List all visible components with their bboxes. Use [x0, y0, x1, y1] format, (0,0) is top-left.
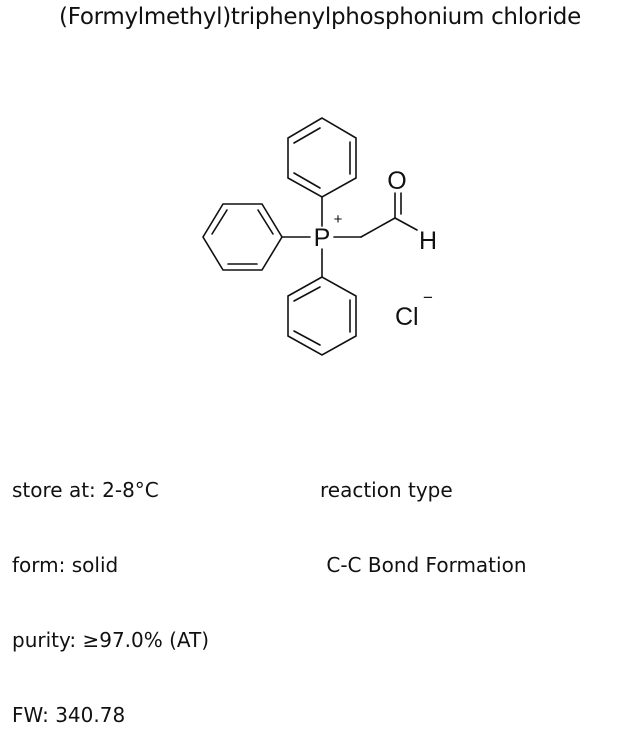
atom-oxygen: O: [387, 167, 406, 195]
properties-list: store at: 2-8°C form: solid purity: ≥97.…: [12, 428, 209, 753]
storage-temperature: store at: 2-8°C: [12, 478, 159, 502]
top-phenyl-ring: [287, 117, 357, 198]
formula-weight: FW: 340.78: [12, 703, 126, 727]
atom-chloride: Cl: [395, 303, 419, 331]
reaction-type-value: C-C Bond Formation: [320, 553, 527, 577]
reaction-info: reaction type C-C Bond Formation: [320, 428, 527, 603]
chloride-charge: −: [423, 288, 433, 307]
bond-c-h: [394, 217, 418, 231]
compound-title: (Formylmethyl)triphenylphosphonium chlor…: [59, 4, 581, 30]
atom-hydrogen: H: [419, 227, 437, 255]
left-phenyl-ring: [202, 203, 283, 271]
bond-ch2-c: [360, 217, 396, 238]
physical-form: form: solid: [12, 553, 119, 577]
reaction-type-label: reaction type: [320, 478, 453, 502]
chemical-structure: P + O H Cl −: [202, 117, 437, 356]
purity: purity: ≥97.0% (AT): [12, 628, 210, 652]
phosphorus-charge: +: [334, 211, 343, 228]
atom-phosphorus: P: [314, 224, 331, 252]
bottom-phenyl-ring: [287, 276, 357, 356]
